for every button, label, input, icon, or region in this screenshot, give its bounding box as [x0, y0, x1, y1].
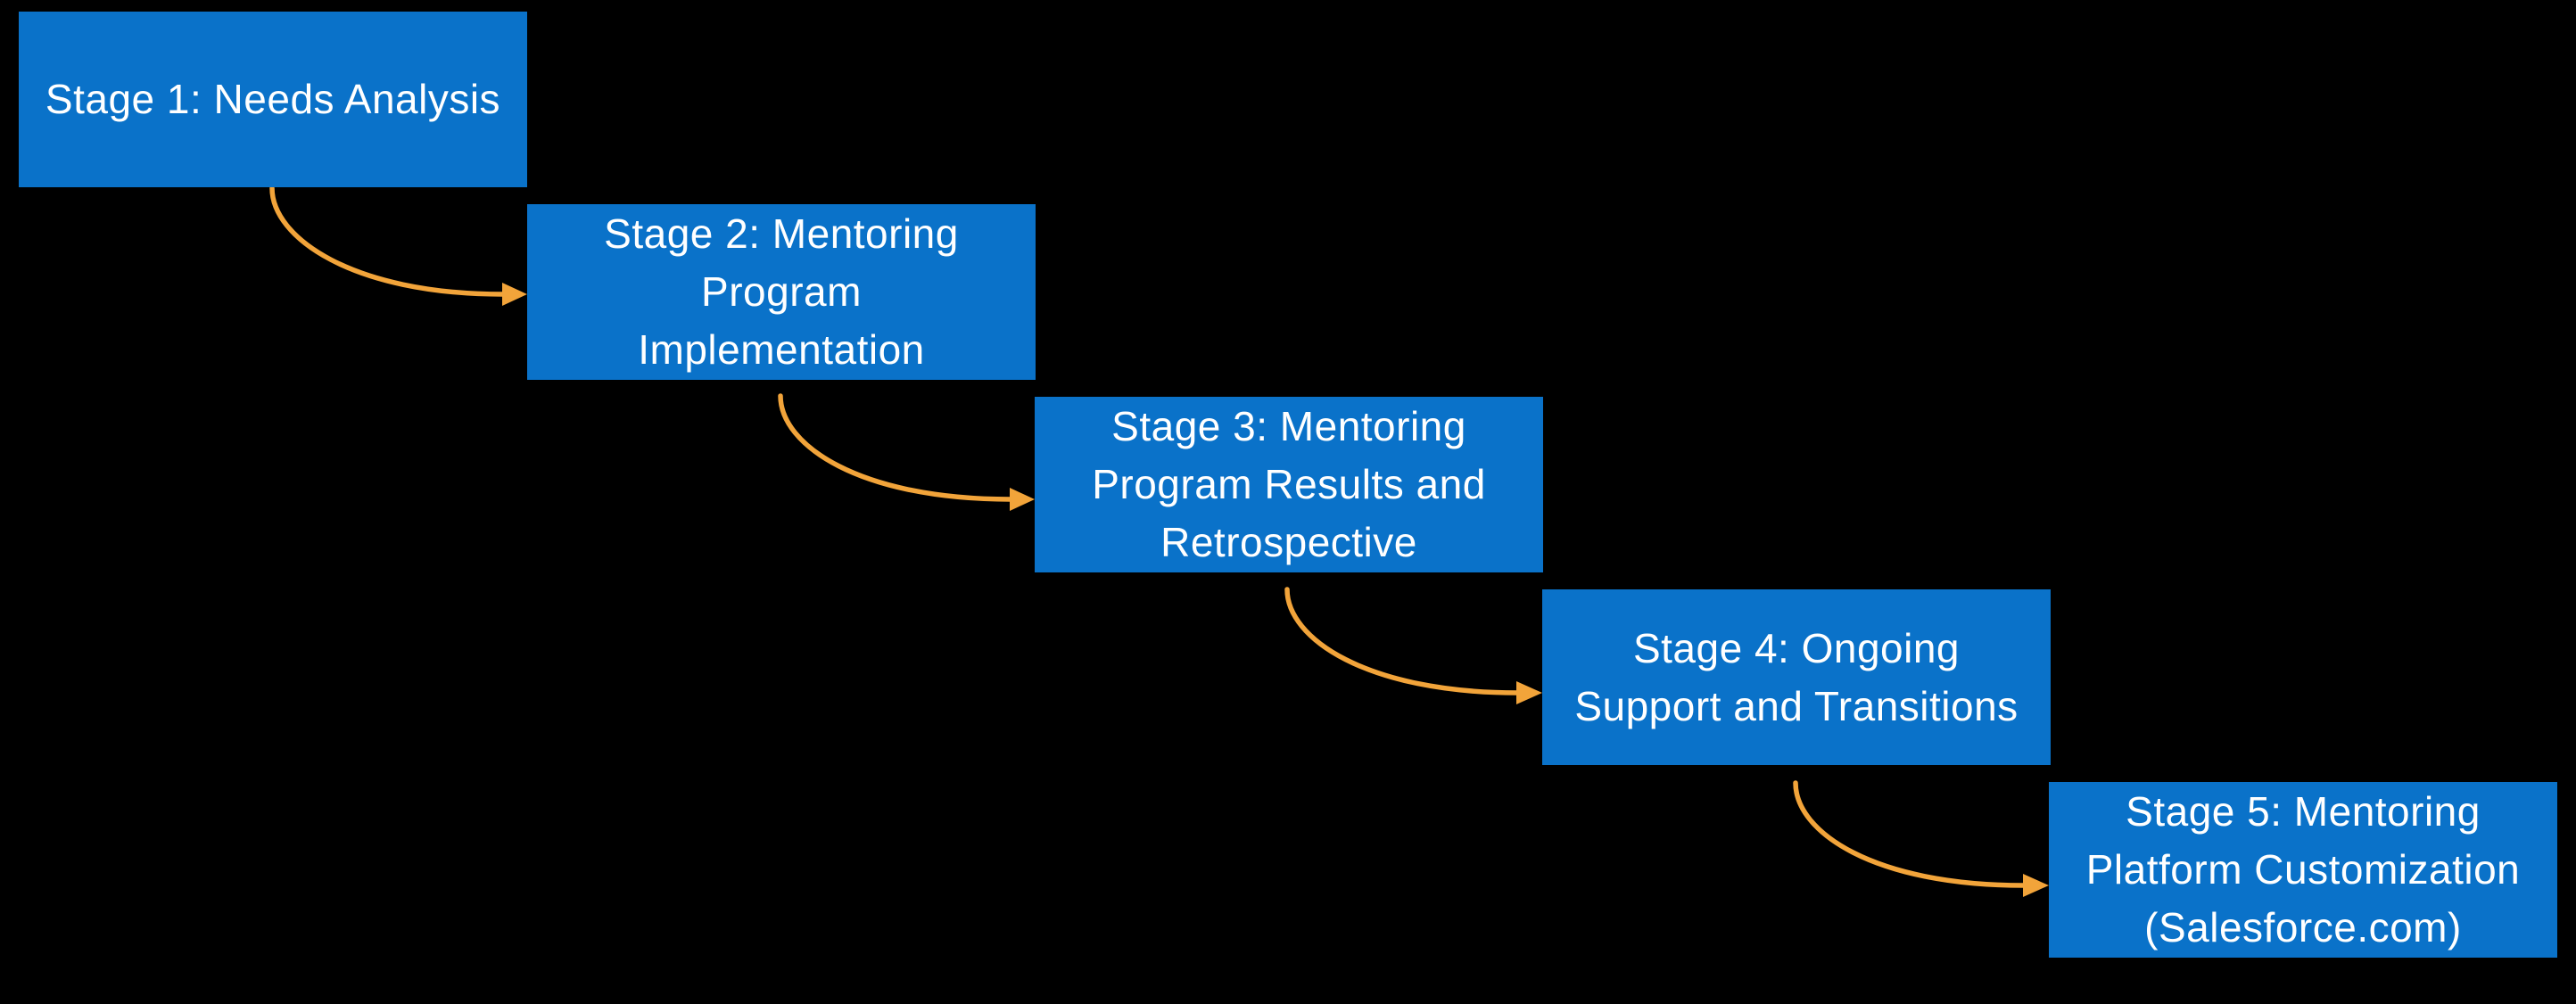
stage-3-label: Stage 3: Mentoring Program Results and R…	[1092, 403, 1486, 565]
stage-5-label: Stage 5: Mentoring Platform Customizatio…	[2085, 788, 2521, 951]
stage-4-label: Stage 4: Ongoing Support and Transitions	[1574, 624, 2019, 729]
stage-4-box: Stage 4: Ongoing Support and Transitions	[1542, 589, 2051, 765]
arrowhead-right-icon	[1010, 488, 1035, 511]
connector-curve	[1793, 780, 2027, 888]
connector-curve	[269, 185, 506, 297]
curved-arrow-connector-4-to-5	[1793, 780, 2049, 897]
arrowhead-right-icon	[1516, 681, 1542, 704]
curved-arrow-connector-3-to-4	[1284, 587, 1542, 704]
curved-arrow-connector-2-to-3	[778, 393, 1035, 511]
connector-curve	[778, 393, 1013, 502]
curved-arrow-connector-1-to-2	[269, 185, 527, 306]
stage-1-box: Stage 1: Needs Analysis	[19, 12, 527, 187]
stage-2-label: Stage 2: Mentoring Program Implementatio…	[604, 210, 959, 373]
stage-5-box: Stage 5: Mentoring Platform Customizatio…	[2049, 782, 2557, 958]
stage-2-box: Stage 2: Mentoring Program Implementatio…	[527, 204, 1036, 380]
arrowhead-right-icon	[502, 283, 527, 306]
connector-curve	[1284, 587, 1520, 695]
arrowhead-right-icon	[2023, 874, 2049, 897]
stage-1-label: Stage 1: Needs Analysis	[45, 76, 501, 122]
stage-3-box: Stage 3: Mentoring Program Results and R…	[1035, 397, 1543, 572]
